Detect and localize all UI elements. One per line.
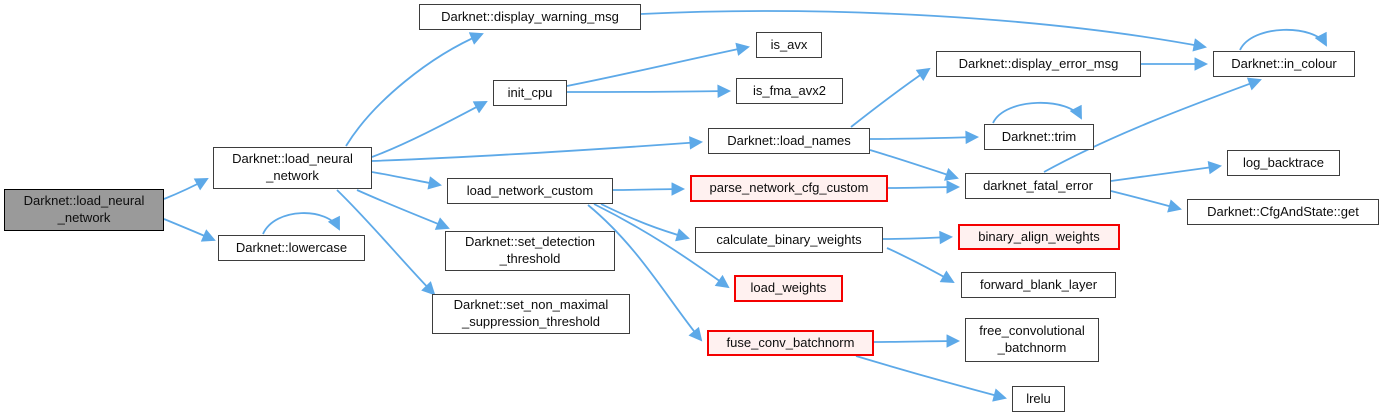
node-init-cpu[interactable]: init_cpu [493,80,567,106]
edge-fuse-conv-batchnorm--free-convolutional-batchnorm [873,334,961,348]
edge-load-neural-network--load-network-custom [371,171,442,190]
edge-fuse-conv-batchnorm--lrelu [855,355,1007,402]
node-label-line: free_convolutional [979,323,1085,339]
node-lowercase[interactable]: Darknet::lowercase [218,235,365,261]
edge-init-cpu--is-avx [566,42,750,87]
node-darknet-fatal-error[interactable]: darknet_fatal_error [965,173,1111,199]
edge-calculate-binary-weights--forward-blank-layer [886,247,955,284]
edge-load-network-custom--fuse-conv-batchnorm [587,204,703,342]
edge-load-network-custom--parse-network-cfg-custom [612,182,686,196]
edge-load-neural-network--load-names [371,136,704,162]
node-load-names[interactable]: Darknet::load_names [708,128,870,154]
node-trim[interactable]: Darknet::trim [984,124,1094,150]
edge-calculate-binary-weights--binary-align-weights [882,230,954,245]
edge-load-names--darknet-fatal-error [869,149,959,181]
node-set-detection-threshold[interactable]: Darknet::set_detection_threshold [445,231,615,271]
edge-load-network-custom--calculate-binary-weights [600,203,690,242]
node-load-weights[interactable]: load_weights [734,275,843,302]
node-load-neural-network-root: Darknet::load_neural_network [4,189,164,231]
node-display-error-msg[interactable]: Darknet::display_error_msg [936,51,1141,77]
node-binary-align-weights[interactable]: binary_align_weights [958,224,1120,250]
node-label-line: _suppression_threshold [461,314,601,329]
node-cfg-and-state-get[interactable]: Darknet::CfgAndState::get [1187,199,1379,225]
edge-parse-network-cfg-custom--darknet-fatal-error [887,180,961,194]
edge-darknet-fatal-error--in-colour [1043,77,1262,173]
node-label-line: Darknet::set_non_maximal [453,297,609,313]
node-fuse-conv-batchnorm[interactable]: fuse_conv_batchnorm [707,330,874,356]
edge-load-names--display-error-msg [850,67,931,128]
node-label-line: Darknet::set_detection [464,234,596,250]
node-label-line: Darknet::load_neural [23,193,145,209]
node-free-convolutional-batchnorm[interactable]: free_convolutional_batchnorm [965,318,1099,362]
node-is-avx[interactable]: is_avx [756,32,822,58]
node-lrelu[interactable]: lrelu [1012,386,1065,412]
edge-trim--trim [992,101,1082,124]
node-in-colour[interactable]: Darknet::in_colour [1213,51,1355,77]
edge-load-neural-network-root--load-neural-network [163,178,209,200]
edge-display-warning-msg--in-colour [640,10,1207,52]
node-label-line: _network [57,210,111,225]
node-parse-network-cfg-custom[interactable]: parse_network_cfg_custom [690,175,888,202]
node-set-non-maximal-suppression-threshold[interactable]: Darknet::set_non_maximal_suppression_thr… [432,294,630,334]
edge-load-network-custom--load-weights [593,203,730,289]
node-log-backtrace[interactable]: log_backtrace [1227,150,1340,176]
edge-load-neural-network--set-non-maximal-suppression-threshold [336,189,436,296]
edge-darknet-fatal-error--log-backtrace [1110,160,1223,182]
node-label-line: _batchnorm [997,340,1067,355]
edge-load-neural-network--display-warning-msg [345,32,484,147]
node-label-line: _threshold [499,251,561,266]
node-calculate-binary-weights[interactable]: calculate_binary_weights [695,227,883,253]
edge-load-neural-network-root--lowercase [163,218,216,242]
edge-load-names--trim [869,130,980,145]
node-display-warning-msg[interactable]: Darknet::display_warning_msg [419,4,641,30]
edge-darknet-fatal-error--cfg-and-state-get [1110,190,1182,213]
node-label-line: _network [266,168,319,183]
node-load-network-custom[interactable]: load_network_custom [447,178,613,204]
node-is-fma-avx2[interactable]: is_fma_avx2 [736,78,843,104]
node-load-neural-network[interactable]: Darknet::load_neural_network [213,147,372,189]
edge-load-neural-network--init-cpu [371,101,488,158]
edge-in-colour--in-colour [1239,28,1327,51]
edge-load-neural-network--set-detection-threshold [356,189,450,230]
node-forward-blank-layer[interactable]: forward_blank_layer [961,272,1116,298]
edge-init-cpu--is-fma-avx2 [566,84,732,98]
edge-lowercase--lowercase [262,212,340,235]
node-label-line: Darknet::load_neural [232,151,353,167]
